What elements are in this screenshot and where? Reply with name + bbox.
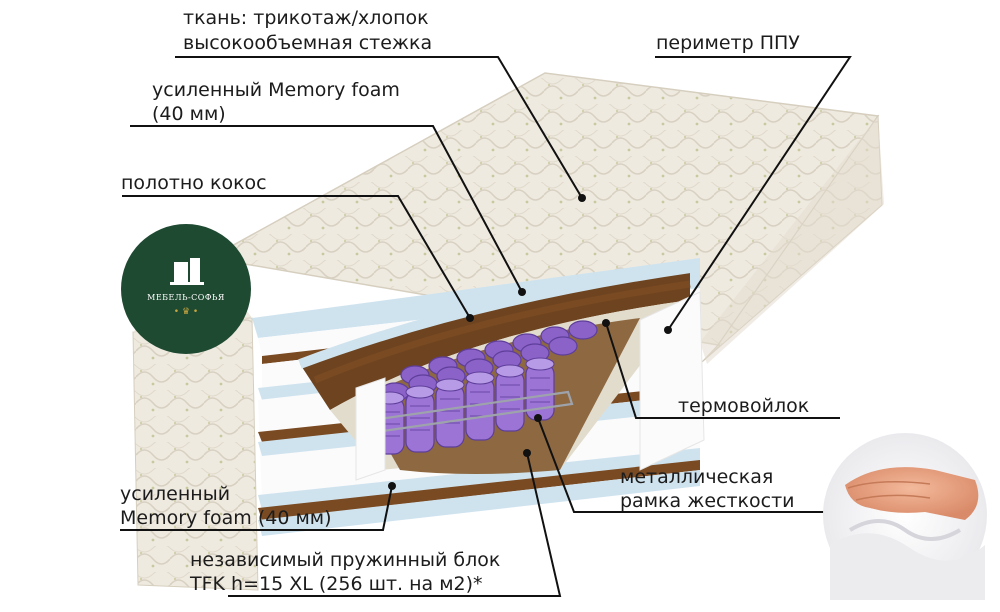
ppu-perimeter: [639, 291, 705, 471]
label-spring-line1: независимый пружинный блок: [190, 549, 501, 571]
mattress-fabric-shell: [132, 72, 884, 591]
label-frame-line1: металлическая: [620, 466, 774, 488]
label-fabric-line2: высокообъемная стежка: [183, 32, 433, 54]
label-spring-line2: TFK h=15 XL (256 шт. на м2)*: [190, 573, 483, 595]
label-perimeter: периметр ППУ: [656, 32, 800, 54]
label-memory-bottom-line2: Memory foam (40 мм): [120, 507, 332, 529]
hand-pressing-memory-foam-image: [823, 433, 987, 600]
leader-lines: [120, 56, 852, 597]
label-memory-bottom-line1: усиленный: [120, 483, 231, 505]
pocket-spring-block: [370, 320, 598, 455]
logo-brand-text: МЕБЕЛЬ-СОФЬЯ: [147, 293, 225, 302]
label-coconut: полотно кокос: [121, 172, 267, 194]
ppu-perimeter-left: [355, 377, 386, 481]
label-frame-line2: рамка жесткости: [620, 490, 795, 512]
label-fabric-line1: ткань: трикотаж/хлопок: [183, 7, 429, 29]
leader-dots: [388, 194, 672, 490]
label-memory-top-line2: (40 мм): [152, 103, 226, 125]
label-memory-top-line1: усиленный Memory foam: [152, 79, 400, 101]
furniture-logo-icon: МЕБЕЛЬ-СОФЬЯ • ♛ •: [121, 224, 251, 354]
label-felt: термовойлок: [678, 395, 810, 417]
logo-crown: • ♛ •: [174, 307, 198, 317]
